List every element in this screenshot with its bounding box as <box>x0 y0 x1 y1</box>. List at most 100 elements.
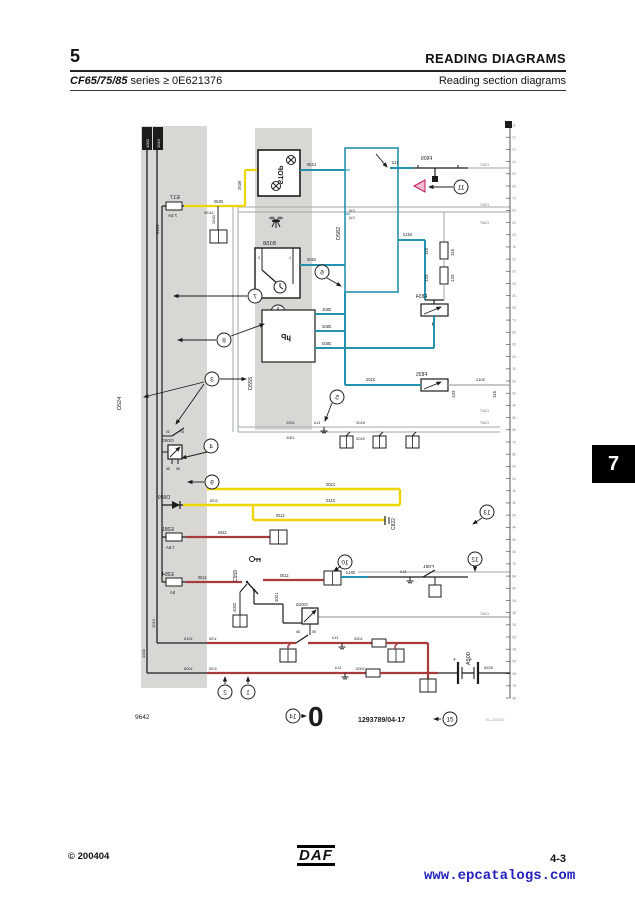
diagram-label: 86 <box>166 467 170 471</box>
diagram-label: 1130 <box>279 573 289 578</box>
diagram-label: 1/30 <box>208 636 217 641</box>
callout-circle-8 <box>216 332 232 348</box>
wire <box>171 427 185 437</box>
diagram-label: C847 <box>480 421 489 425</box>
diagram-label: 1150 <box>217 530 227 535</box>
ruler-number: 19 <box>512 221 516 225</box>
copyright: © 200404 <box>68 851 110 862</box>
section-tab: 7 <box>592 445 635 483</box>
callout-circle-4 <box>203 438 219 454</box>
ruler-number: 11 <box>512 123 516 127</box>
diagram-label: 3402 <box>306 257 316 262</box>
resistor <box>439 266 449 285</box>
label-F835: F835 <box>416 372 428 378</box>
diagram-label: 7.5A <box>166 545 175 550</box>
wire-tag-1000 <box>142 127 152 150</box>
callout-arrow <box>230 323 265 337</box>
callout-circle-11 <box>453 179 469 195</box>
ruler-number: 21 <box>512 245 516 249</box>
diagram-label: 87 <box>180 430 184 434</box>
stop-label: STOP <box>276 165 283 184</box>
ruler-number: 57 <box>512 684 516 688</box>
ruler-number: 55 <box>512 660 516 664</box>
watermark-link[interactable]: www.epcatalogs.com <box>424 868 576 884</box>
diagram-label: 1000 <box>141 648 146 658</box>
fuse-E054 <box>165 577 183 587</box>
ruler-number: 50 <box>512 599 516 603</box>
label-F609: F609 <box>421 156 433 162</box>
diagram-label: C847 <box>480 409 489 413</box>
position-symbol: 0 <box>308 701 324 732</box>
callout-circle-7 <box>247 288 263 304</box>
resistor <box>439 241 449 260</box>
callout-number-11: 11 <box>457 184 464 191</box>
callout-arrow <box>169 446 181 458</box>
diagram-label: 3412 <box>402 232 412 237</box>
ruler-number: 56 <box>512 672 516 676</box>
label-G000: G000 <box>162 438 174 444</box>
ruler-number: 17 <box>512 196 516 200</box>
diagram-label: 114 <box>313 420 320 425</box>
diagram-label: E054 <box>162 572 174 578</box>
diagram-number: 9642 <box>135 714 150 721</box>
diagram-label: 114 <box>399 569 406 574</box>
diagram-label: 1010 <box>156 138 161 148</box>
callout-number-5: 5 <box>335 394 339 401</box>
callout-circle-1 <box>240 684 256 700</box>
ruler-number: 28 <box>512 331 516 335</box>
ruler-number: 20 <box>512 233 516 237</box>
callout-arrow <box>472 517 483 525</box>
ruler-number: 24 <box>512 282 516 286</box>
ruler-number: 29 <box>512 343 516 347</box>
ruler-number: 42 <box>512 501 516 505</box>
callout-number-6: 6 <box>320 269 324 276</box>
diagram-label: 1005 <box>183 666 193 671</box>
ruler-number: 52 <box>512 623 516 627</box>
ruler-number: 15 <box>512 172 516 176</box>
ruler-number: 35 <box>512 416 516 420</box>
insect-icon <box>272 219 280 223</box>
diagram-label: 133 <box>424 274 429 282</box>
ruler-number: 32 <box>512 379 516 383</box>
callout-arrow <box>324 402 333 422</box>
wire <box>272 182 280 190</box>
diagram-label: + <box>469 657 472 663</box>
label-F834: F834 <box>416 294 428 300</box>
series-line: CF65/75/85 series ≥ 0E621376 <box>70 75 222 87</box>
ruler-number: 37 <box>512 440 516 444</box>
callout-circle-13 <box>479 504 495 520</box>
wire <box>378 431 384 437</box>
diode-D609 <box>172 501 180 509</box>
series-condition: series ≥ 0E621376 <box>130 75 223 87</box>
diagram-label: 30 <box>166 430 170 434</box>
label-C822: C822 <box>391 518 397 530</box>
ruler-number: 49 <box>512 587 516 591</box>
callout-circle-9 <box>204 474 220 490</box>
diagram-label: 4001 <box>274 592 279 602</box>
diagram-label: 3502 <box>321 324 331 329</box>
label-F081: F081 <box>423 564 434 570</box>
ellipse <box>277 216 283 220</box>
ruler-number: 25 <box>512 294 516 298</box>
microprocessor-box <box>261 309 316 363</box>
polyline <box>394 642 399 649</box>
diagram-label: C847 <box>480 612 489 616</box>
label-D582: D582 <box>336 227 342 240</box>
diagram-label: 215 <box>349 209 355 213</box>
ruler-number: 43 <box>512 513 516 517</box>
component-box <box>428 584 442 598</box>
label-B158: B158 <box>263 241 276 247</box>
diagram-label: 9102 <box>355 436 365 441</box>
callout-arrow <box>375 153 388 168</box>
callout-arrow <box>143 381 205 399</box>
ruler-number: 39 <box>512 465 516 469</box>
wire <box>422 569 436 578</box>
diagram-label: 2639 <box>237 180 242 190</box>
callout-number-13: 13 <box>483 509 491 516</box>
rect <box>432 176 438 182</box>
diagram-label: 5A <box>170 590 175 595</box>
label-A500: A500 <box>466 652 472 665</box>
diagram-label: E17 <box>170 195 180 201</box>
diagram-label: 115 <box>450 248 455 256</box>
rect <box>505 121 512 128</box>
